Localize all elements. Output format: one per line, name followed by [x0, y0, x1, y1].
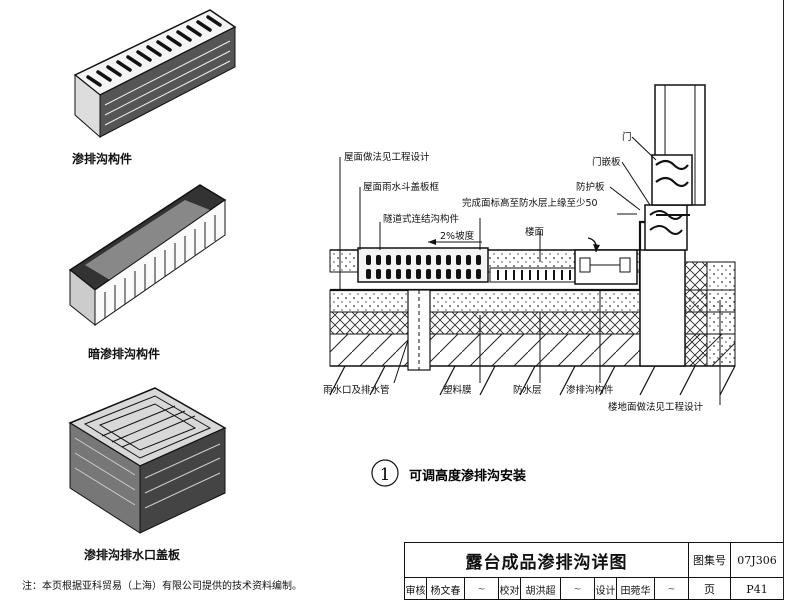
- product-label-concealed-drain: 暗渗排沟构件: [88, 347, 161, 361]
- callout-waterproof-layer: 防水层: [513, 384, 542, 396]
- product-label-outlet-cover: 渗排沟排水口盖板: [84, 548, 181, 562]
- callout-floor-surface: 楼面: [525, 226, 544, 238]
- drain-component-illustration: [73, 9, 237, 139]
- title-block: 露台成品渗排沟详图 图集号 07J306 审核 杨文春 ~ 校对 胡洪超 ~ 设…: [404, 542, 784, 600]
- callout-roof-method: 屋面做法见工程设计: [344, 151, 430, 163]
- designer-name: 田菀华: [617, 578, 655, 600]
- callout-slope: 2%坡度: [440, 230, 475, 242]
- designer-signature: ~: [655, 578, 689, 600]
- source-note: 注：本页根据亚科贸易（上海）有限公司提供的技术资料编制。: [22, 581, 302, 592]
- design-label: 设计: [595, 578, 617, 600]
- callout-finish-level: 完成面标高至防水层上缘至少50: [462, 197, 598, 209]
- sheet-border: [783, 0, 784, 600]
- reviewer-name: 杨文春: [427, 578, 465, 600]
- outlet-cover-illustration: [68, 387, 227, 534]
- atlas-number: 07J306: [731, 543, 783, 578]
- checker-signature: ~: [561, 578, 595, 600]
- callout-floor-method: 楼地面做法见工程设计: [608, 401, 704, 413]
- callout-plastic-film: 塑料膜: [443, 384, 472, 396]
- detail-number: 1: [380, 465, 391, 485]
- reviewer-signature: ~: [465, 578, 499, 600]
- review-label: 审核: [405, 578, 427, 600]
- page-number: P41: [746, 582, 768, 596]
- callout-door-trim: 门嵌板: [592, 156, 621, 168]
- page-label: 页: [689, 578, 731, 600]
- callout-rain-outlet: 雨水口及排水管: [323, 384, 390, 396]
- callout-guard-plate: 防护板: [576, 181, 605, 193]
- callout-door: 门: [622, 131, 632, 143]
- atlas-label: 图集号: [689, 543, 731, 578]
- check-label: 校对: [499, 578, 521, 600]
- callout-drain-component: 渗排沟构件: [566, 384, 614, 396]
- product-label-drain-component: 渗排沟构件: [72, 152, 133, 166]
- concealed-drain-illustration: [68, 184, 227, 327]
- callout-rain-cover-frame: 屋面雨水斗盖板框: [363, 181, 440, 193]
- checker-name: 胡洪超: [521, 578, 561, 600]
- detail-title: 可调高度渗排沟安装: [409, 468, 526, 484]
- drawing-title: 露台成品渗排沟详图: [405, 543, 689, 578]
- callout-tunnel-connector: 隧道式连结沟构件: [383, 213, 460, 225]
